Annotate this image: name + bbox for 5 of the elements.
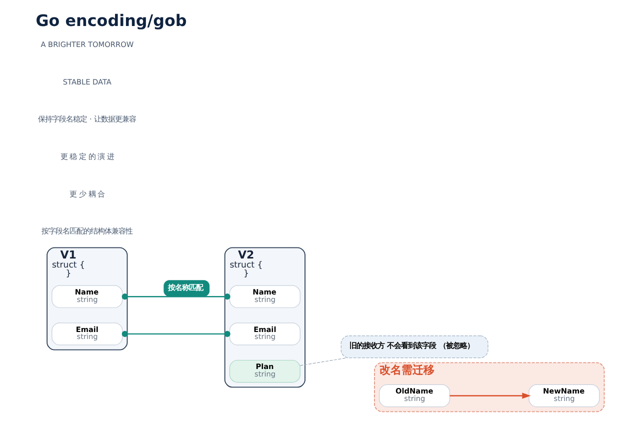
diagram-title: Go encoding/gob (36, 10, 187, 30)
connector (122, 330, 230, 336)
connector (122, 293, 230, 300)
arrow (450, 392, 531, 398)
connector (300, 357, 348, 366)
